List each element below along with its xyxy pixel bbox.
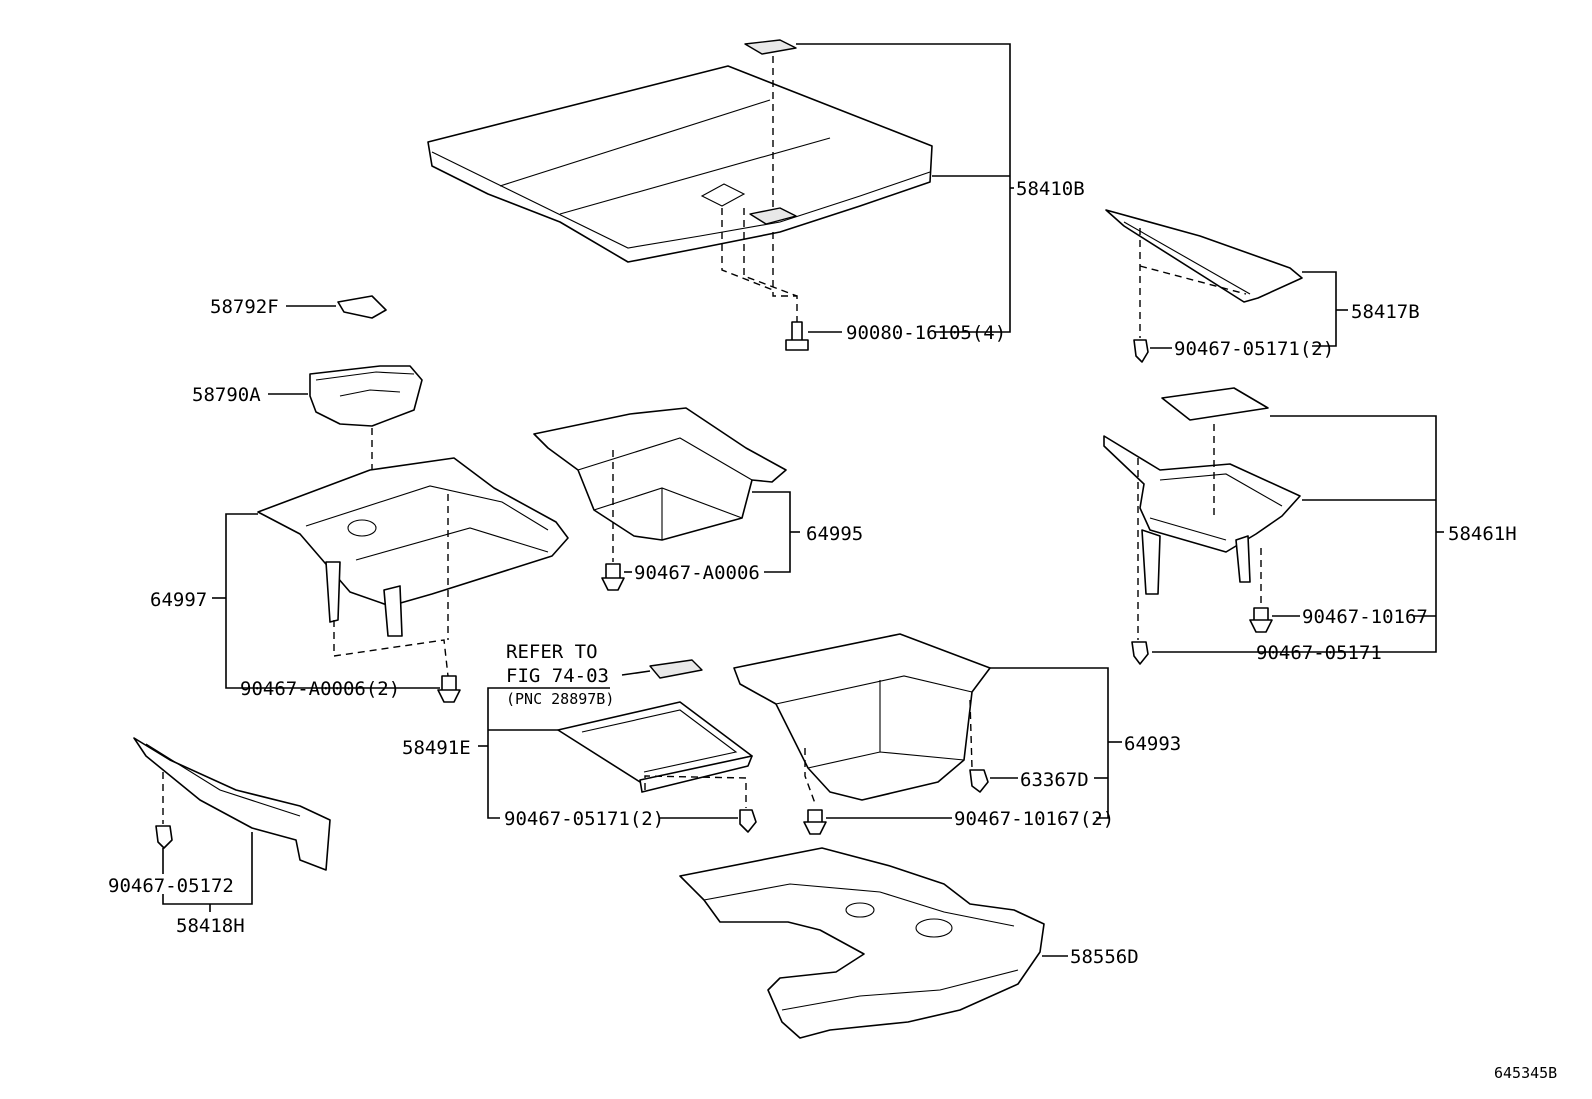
label-58790A: 58790A <box>192 384 261 406</box>
leader-58461H <box>1152 415 1437 653</box>
part-64997-tray <box>257 457 569 637</box>
label-58410B: 58410B <box>1016 178 1085 200</box>
part-90080-bolt <box>785 321 809 351</box>
leader-58491E <box>487 687 610 746</box>
part-58790A-bracket <box>309 365 423 427</box>
label-64997: 64997 <box>150 589 207 611</box>
dashed-line-64997 <box>333 620 449 677</box>
label-58417B: 58417B <box>1351 301 1420 323</box>
part-90467-10167-clip-right <box>1249 607 1273 633</box>
dashed-line-58410B-clip <box>721 208 774 291</box>
label-90467-10167-2: 90467-10167(2) <box>954 808 1114 830</box>
part-58792F-cover <box>337 295 387 319</box>
label-90080-16105: 90080-16105(4) <box>846 322 1006 344</box>
figure-id: 645345B <box>1494 1064 1557 1082</box>
part-58410B-handle <box>744 39 797 225</box>
dashed-line-58491E-a <box>644 775 747 808</box>
label-63367D: 63367D <box>1020 769 1089 791</box>
part-58556D-floor-insulator <box>679 847 1045 1039</box>
leader-58491E-clip <box>487 746 500 819</box>
leader-refer-to <box>621 670 651 676</box>
label-90467-A0006-2: 90467-A0006(2) <box>240 678 400 700</box>
refer-to-line-2: FIG 74-03 <box>506 665 609 687</box>
dashed-line-58410B-bolt <box>772 232 798 322</box>
label-58461H: 58461H <box>1448 523 1517 545</box>
label-58792F: 58792F <box>210 296 279 318</box>
part-64995-box <box>533 407 787 541</box>
label-64995: 64995 <box>806 523 863 545</box>
part-58410B-deck-board <box>427 65 933 263</box>
leader-64993 <box>990 667 1109 819</box>
part-58417B-side-trim <box>1105 209 1303 303</box>
dashed-line-64993-a <box>804 748 817 807</box>
label-90467-05171-2-top: 90467-05171(2) <box>1174 338 1334 360</box>
part-90467-05171-clip-mid <box>739 809 757 833</box>
dashed-line-58417B-2 <box>1139 265 1247 295</box>
part-90467-05172-clip <box>155 825 173 849</box>
part-90467-A0006-clip-left <box>437 675 461 703</box>
part-90467-05171-clip-top <box>1133 339 1149 363</box>
label-90467-05171-2-mid: 90467-05171(2) <box>504 808 664 830</box>
part-90467-10167-clip-front <box>803 809 827 835</box>
label-90467-A0006: 90467-A0006 <box>634 562 760 584</box>
leader-64995 <box>752 491 791 573</box>
label-64993: 64993 <box>1124 733 1181 755</box>
label-90467-10167: 90467-10167 <box>1302 606 1428 628</box>
refer-to-line-1: REFER TO <box>506 641 598 663</box>
refer-to-line-3: (PNC 28897B) <box>506 690 614 708</box>
part-58418H-side-trim <box>133 737 331 871</box>
part-58461H-lid <box>1161 387 1269 421</box>
part-58461H-tray <box>1103 435 1301 595</box>
part-58491E-tray-cover <box>557 701 753 793</box>
label-58491E: 58491E <box>402 737 471 759</box>
label-90467-05172: 90467-05172 <box>108 875 234 897</box>
part-63367D-clip <box>969 769 989 793</box>
leader-58417B <box>1302 271 1337 347</box>
label-58418H: 58418H <box>176 915 245 937</box>
refer-to-note: REFER TO FIG 74-03 (PNC 28897B) <box>506 641 614 708</box>
label-90467-05171: 90467-05171 <box>1256 642 1382 664</box>
part-64993-box <box>733 633 991 801</box>
leader-64997 <box>225 513 386 689</box>
part-mat-refer <box>649 659 703 679</box>
label-58556D: 58556D <box>1070 946 1139 968</box>
part-90467-05171-clip-right <box>1131 641 1149 665</box>
part-90467-A0006-clip-center <box>601 563 625 591</box>
leader-58418H <box>162 832 253 905</box>
